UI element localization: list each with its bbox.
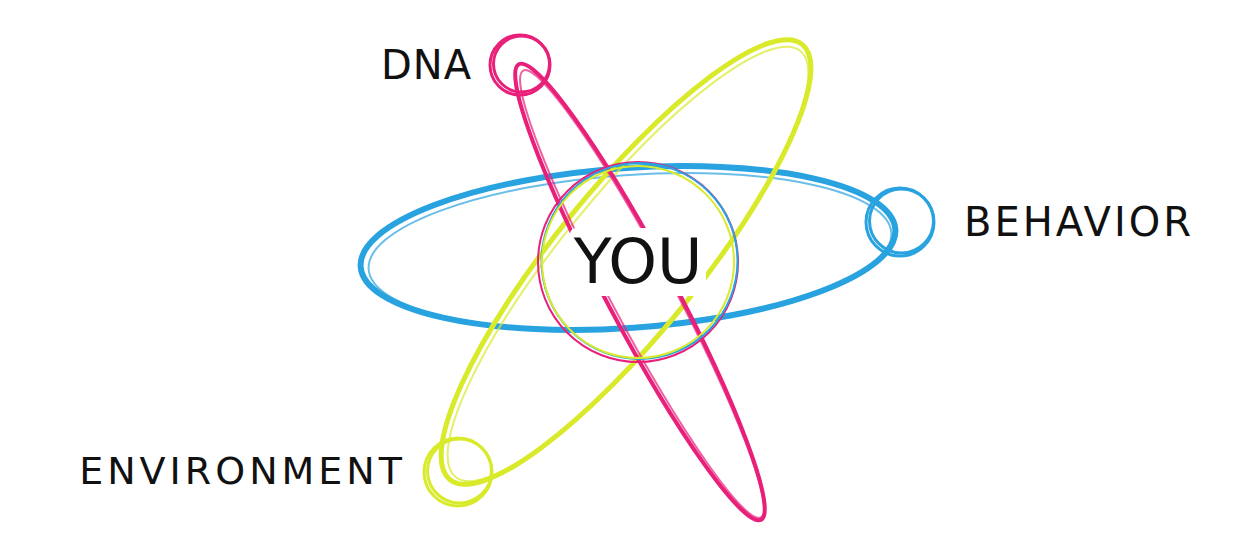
circle-outline	[428, 439, 492, 503]
orbit-circle	[862, 184, 938, 260]
text-holder: ENVIRONMENT	[79, 451, 406, 493]
circle-outline	[542, 166, 734, 358]
circle-outline	[542, 163, 738, 359]
node-label: YOU	[570, 228, 707, 296]
node-label: DNA	[381, 43, 472, 87]
orbit-node: ENVIRONMENT	[79, 434, 496, 510]
text-holder: BEHAVIOR	[964, 200, 1194, 244]
text-holder: DNA	[381, 43, 472, 87]
center-circle: YOU	[534, 158, 742, 366]
blue-orbit	[355, 150, 901, 347]
blue-orbit-sketch	[363, 157, 896, 345]
circle-outline	[494, 36, 550, 92]
pink-orbit	[489, 48, 791, 536]
circle-outline	[866, 188, 934, 256]
pink-orbit-sketch	[496, 56, 788, 532]
orbit-node: DNA	[381, 31, 554, 99]
node-label: ENVIRONMENT	[79, 451, 406, 493]
node-label: BEHAVIOR	[964, 200, 1194, 244]
circle-outline	[538, 162, 738, 362]
orbit-circle	[420, 434, 496, 510]
text-holder: YOU	[570, 228, 707, 296]
circle-outline	[490, 35, 550, 95]
circle-outline	[870, 189, 934, 253]
orbit-circle	[486, 31, 554, 99]
orbit-node: BEHAVIOR	[862, 184, 1194, 260]
circle-outline	[424, 438, 492, 506]
